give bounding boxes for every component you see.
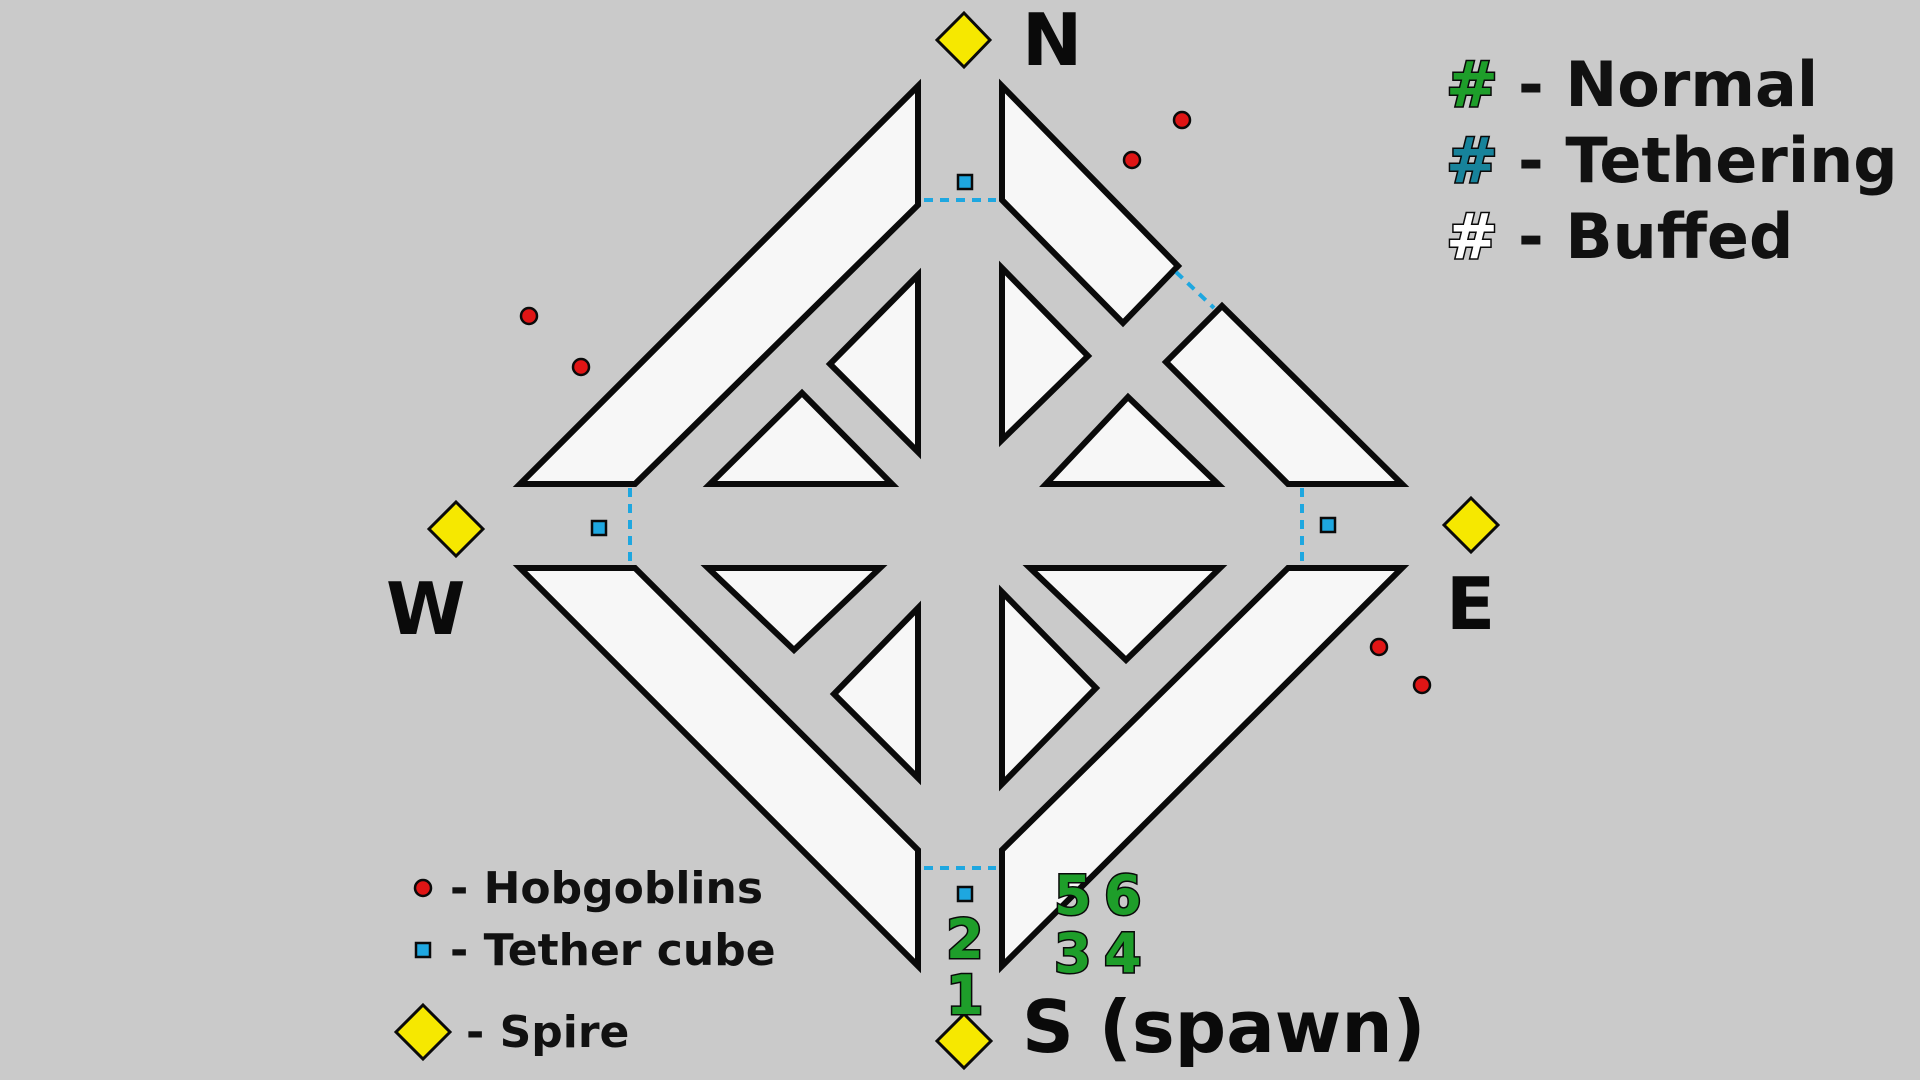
hobgoblin-northeast-1: [1172, 110, 1192, 130]
legend-label-hobgoblins: - Hobgoblins: [450, 863, 763, 914]
spire-south: [934, 1011, 994, 1071]
wall-inner-east-upper: [1039, 392, 1226, 487]
legend-label-buffed: - Buffed: [1518, 200, 1793, 273]
wall-north-northeast: [999, 78, 1183, 328]
position-4: 4: [1104, 922, 1142, 985]
yellow-diamond-icon: [393, 1002, 453, 1062]
wall-northwest-outer: [512, 78, 921, 487]
position-legend: # - Normal # - Tethering # - Buffed: [1445, 47, 1898, 275]
tether-cube-south: [956, 885, 974, 903]
marker-legend: - Hobgoblins - Tether cube - Spire: [393, 863, 776, 1062]
legend-label-normal: - Normal: [1518, 48, 1818, 121]
wall-inner-south-right: [999, 584, 1101, 792]
hobgoblins: [519, 110, 1432, 695]
position-2: 2: [946, 908, 984, 971]
hobgoblin-southeast-1: [1369, 637, 1389, 657]
position-3: 3: [1054, 922, 1092, 985]
tether-cube-north: [956, 173, 974, 191]
spire-north: [934, 10, 993, 70]
compass-east: E: [1446, 562, 1495, 646]
tether-cube-east: [1319, 516, 1337, 534]
compass-south-spawn: S (spawn): [1022, 985, 1426, 1069]
wall-inner-north-left: [825, 267, 921, 460]
wall-southwest-outer: [512, 565, 921, 974]
position-1: 1: [946, 964, 984, 1027]
wall-inner-west-upper: [702, 388, 900, 487]
wall-east-northeast: [1161, 301, 1410, 487]
blue-square-icon: [414, 941, 432, 959]
wall-southeast-outer: [999, 565, 1410, 974]
spires: [426, 10, 1501, 1071]
tether-line-northeast: [1174, 270, 1216, 310]
tether-cubes: [590, 173, 1337, 903]
position-5: 5: [1054, 864, 1092, 927]
legend-label-tethering: - Tethering: [1518, 124, 1898, 197]
legend-symbol-buffed: #: [1446, 200, 1498, 273]
arena-walls: [512, 78, 1410, 974]
hobgoblin-northeast-2: [1122, 150, 1142, 170]
compass-west: W: [386, 567, 465, 651]
tether-cube-west: [590, 519, 608, 537]
hobgoblin-northwest-1: [519, 306, 539, 326]
wall-inner-north-right: [999, 260, 1093, 448]
spire-east: [1441, 495, 1501, 555]
legend-label-spire: - Spire: [466, 1007, 629, 1058]
red-dot-icon: [413, 878, 433, 898]
hobgoblin-southeast-2: [1412, 675, 1432, 695]
legend-symbol-tethering: #: [1446, 124, 1498, 197]
tether-lines: [628, 198, 1304, 870]
legend-label-tether-cube: - Tether cube: [450, 925, 776, 976]
position-6: 6: [1104, 864, 1142, 927]
compass-north: N: [1022, 0, 1082, 82]
spire-west: [426, 499, 486, 559]
legend-symbol-normal: #: [1446, 48, 1498, 121]
wall-inner-east-lower: [1022, 565, 1228, 665]
wall-inner-west-lower: [700, 565, 888, 655]
hobgoblin-northwest-2: [571, 357, 591, 377]
wall-inner-south-left: [829, 600, 921, 786]
position-numerals: 1 2 3 4 5 6: [945, 863, 1144, 1029]
